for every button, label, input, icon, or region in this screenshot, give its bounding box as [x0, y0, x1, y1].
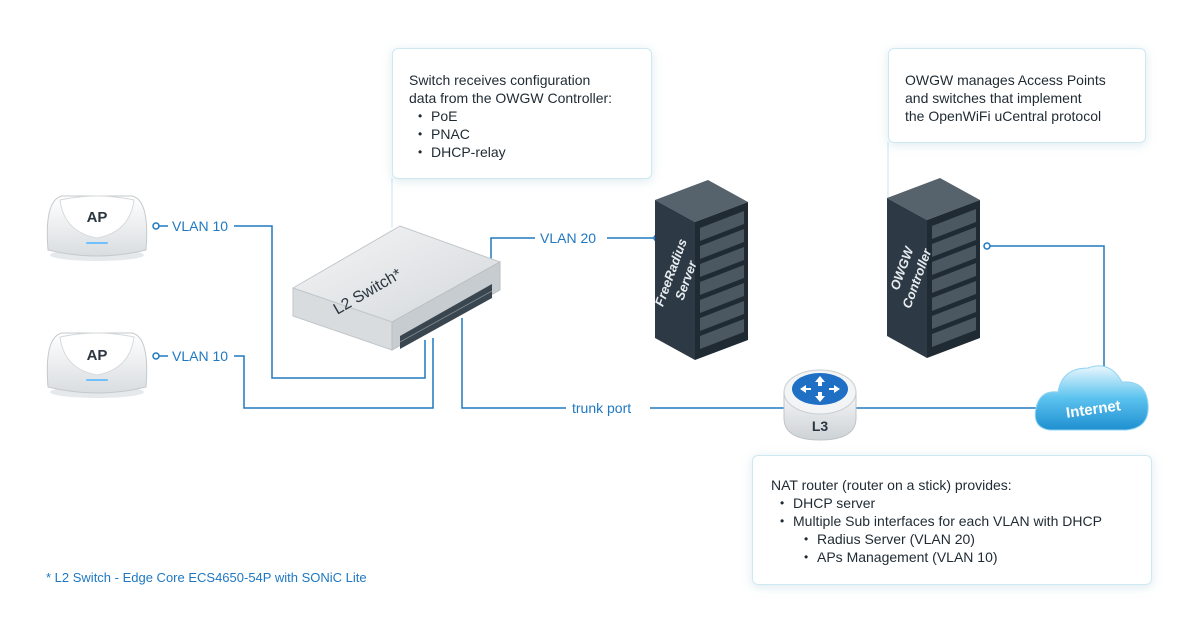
link-trunk [461, 318, 785, 409]
callout-switch-line2: data from the OWGW Controller: [409, 90, 613, 106]
list-item: DHCP server [771, 494, 1137, 512]
l3-router: L3 [783, 369, 857, 441]
dot-ap-top [152, 222, 160, 230]
ap-top-label: AP [87, 209, 108, 226]
callout-switch-list: PoE PNAC DHCP-relay [409, 107, 637, 161]
access-point-top: AP [46, 195, 148, 261]
list-item: Radius Server (VLAN 20) [771, 530, 1137, 548]
list-item: DHCP-relay [409, 143, 637, 161]
callout-owgw: OWGW manages Access Points and switches … [888, 48, 1146, 143]
router-icon [792, 373, 848, 405]
callout-owgw-line3: the OpenWiFi uCentral protocol [905, 108, 1102, 124]
label-vlan-ap-top: VLAN 10 [172, 218, 228, 234]
footnote: * L2 Switch - Edge Core ECS4650-54P with… [46, 570, 367, 585]
owgw-controller-rack: OWGW Controller [887, 178, 980, 358]
rack-units [700, 211, 744, 349]
callout-owgw-line1: OWGW manages Access Points [905, 72, 1106, 88]
ap-led [86, 379, 108, 381]
router-label: L3 [812, 418, 829, 434]
callout-switch-config: Switch receives configuration data from … [392, 48, 652, 179]
l2-switch: L2 Switch* [291, 225, 502, 351]
link-owgw [988, 245, 1105, 368]
ap-led [86, 242, 108, 244]
internet-cloud: Internet [1034, 365, 1149, 431]
list-item: Multiple Sub interfaces for each VLAN wi… [771, 512, 1137, 530]
callout-nat-router: NAT router (router on a stick) provides:… [752, 455, 1152, 585]
freeradius-server-rack: FreeRadius Server [652, 180, 748, 360]
label-vlan-ap-bottom: VLAN 10 [172, 348, 228, 364]
list-item: PoE [409, 107, 637, 125]
label-trunk-port: trunk port [572, 400, 631, 416]
callout-owgw-line2: and switches that implement [905, 90, 1082, 106]
rack-units [932, 209, 976, 347]
label-vlan-radius: VLAN 20 [540, 230, 596, 246]
list-item: PNAC [409, 125, 637, 143]
list-item: APs Management (VLAN 10) [771, 548, 1137, 566]
callout-leaders [391, 142, 889, 228]
callout-switch-line1: Switch receives configuration [409, 72, 591, 88]
access-point-bottom: AP [46, 332, 148, 398]
callout-nat-title: NAT router (router on a stick) provides: [771, 477, 1012, 493]
callout-nat-list: DHCP server Multiple Sub interfaces for … [771, 494, 1137, 566]
dot-owgw [983, 242, 991, 250]
ap-bottom-label: AP [87, 347, 108, 364]
dot-ap-bottom [152, 352, 160, 360]
